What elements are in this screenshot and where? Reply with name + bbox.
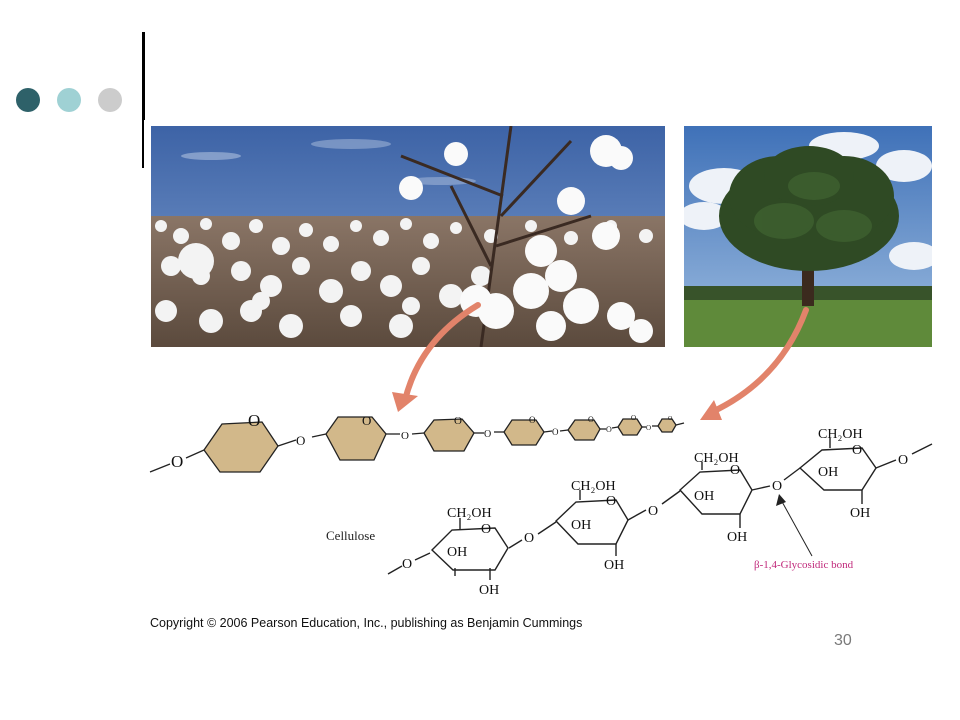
svg-text:OH: OH xyxy=(818,465,838,480)
accent-dot-dark xyxy=(16,88,40,112)
svg-text:O: O xyxy=(524,531,534,546)
svg-text:O: O xyxy=(606,494,616,509)
svg-text:CH₂OH: CH₂OH xyxy=(818,427,863,442)
title-divider-line xyxy=(142,32,145,120)
svg-text:CH₂OH: CH₂OH xyxy=(447,506,492,521)
svg-text:O: O xyxy=(852,443,862,458)
svg-text:OH: OH xyxy=(447,545,467,560)
svg-text:O: O xyxy=(646,424,651,432)
svg-text:O: O xyxy=(730,463,740,478)
glucose-ring-4 xyxy=(503,419,545,446)
cellulose-label: Cellulose xyxy=(326,528,375,543)
svg-text:OH: OH xyxy=(571,518,591,533)
glycosidic-bond-pointer xyxy=(776,494,813,557)
cotton-field-photo xyxy=(151,126,665,347)
svg-text:OH: OH xyxy=(604,558,624,573)
slide-number: 30 xyxy=(834,632,852,649)
glucose-ring-1 xyxy=(203,421,279,473)
glycosidic-bond-label: β-1,4-Glycosidic bond xyxy=(754,559,854,571)
svg-text:O: O xyxy=(606,425,612,434)
copyright-notice: Copyright © 2006 Pearson Education, Inc.… xyxy=(150,616,583,630)
arrow-from-cotton xyxy=(392,302,481,412)
svg-text:O: O xyxy=(481,522,491,537)
accent-dot-light xyxy=(57,88,81,112)
svg-text:CH₂OH: CH₂OH xyxy=(571,479,616,494)
svg-text:O: O xyxy=(588,415,594,424)
chain-oxygens: O O O O O O O O O O O O O O xyxy=(171,411,673,471)
svg-text:O: O xyxy=(648,504,658,519)
arrow-from-tree xyxy=(700,307,809,420)
svg-text:OH: OH xyxy=(850,506,870,521)
svg-text:O: O xyxy=(898,453,908,468)
svg-text:O: O xyxy=(529,415,536,425)
svg-text:O: O xyxy=(454,415,462,427)
svg-text:O: O xyxy=(631,414,636,422)
svg-text:O: O xyxy=(248,411,260,430)
glucose-ring-5 xyxy=(567,419,601,441)
glucose-ring-7 xyxy=(657,418,677,433)
svg-text:O: O xyxy=(552,427,559,437)
svg-text:OH: OH xyxy=(479,583,499,598)
svg-text:O: O xyxy=(484,429,491,440)
svg-text:O: O xyxy=(171,452,183,471)
svg-text:CH₂OH: CH₂OH xyxy=(694,451,739,466)
svg-text:O: O xyxy=(296,433,305,448)
glucose-ring-3 xyxy=(423,418,475,452)
glucose-ring-6 xyxy=(617,418,643,436)
svg-text:O: O xyxy=(772,479,782,494)
haworth-chain xyxy=(387,438,933,580)
accent-dot-grey xyxy=(98,88,122,112)
svg-text:OH: OH xyxy=(727,530,747,545)
svg-text:O: O xyxy=(401,430,409,442)
glucose-ring-2 xyxy=(325,416,387,461)
svg-text:OH: OH xyxy=(694,489,714,504)
svg-text:O: O xyxy=(402,557,412,572)
svg-text:O: O xyxy=(362,413,371,428)
title-divider-line-lower xyxy=(142,120,144,168)
svg-text:O: O xyxy=(668,416,673,422)
